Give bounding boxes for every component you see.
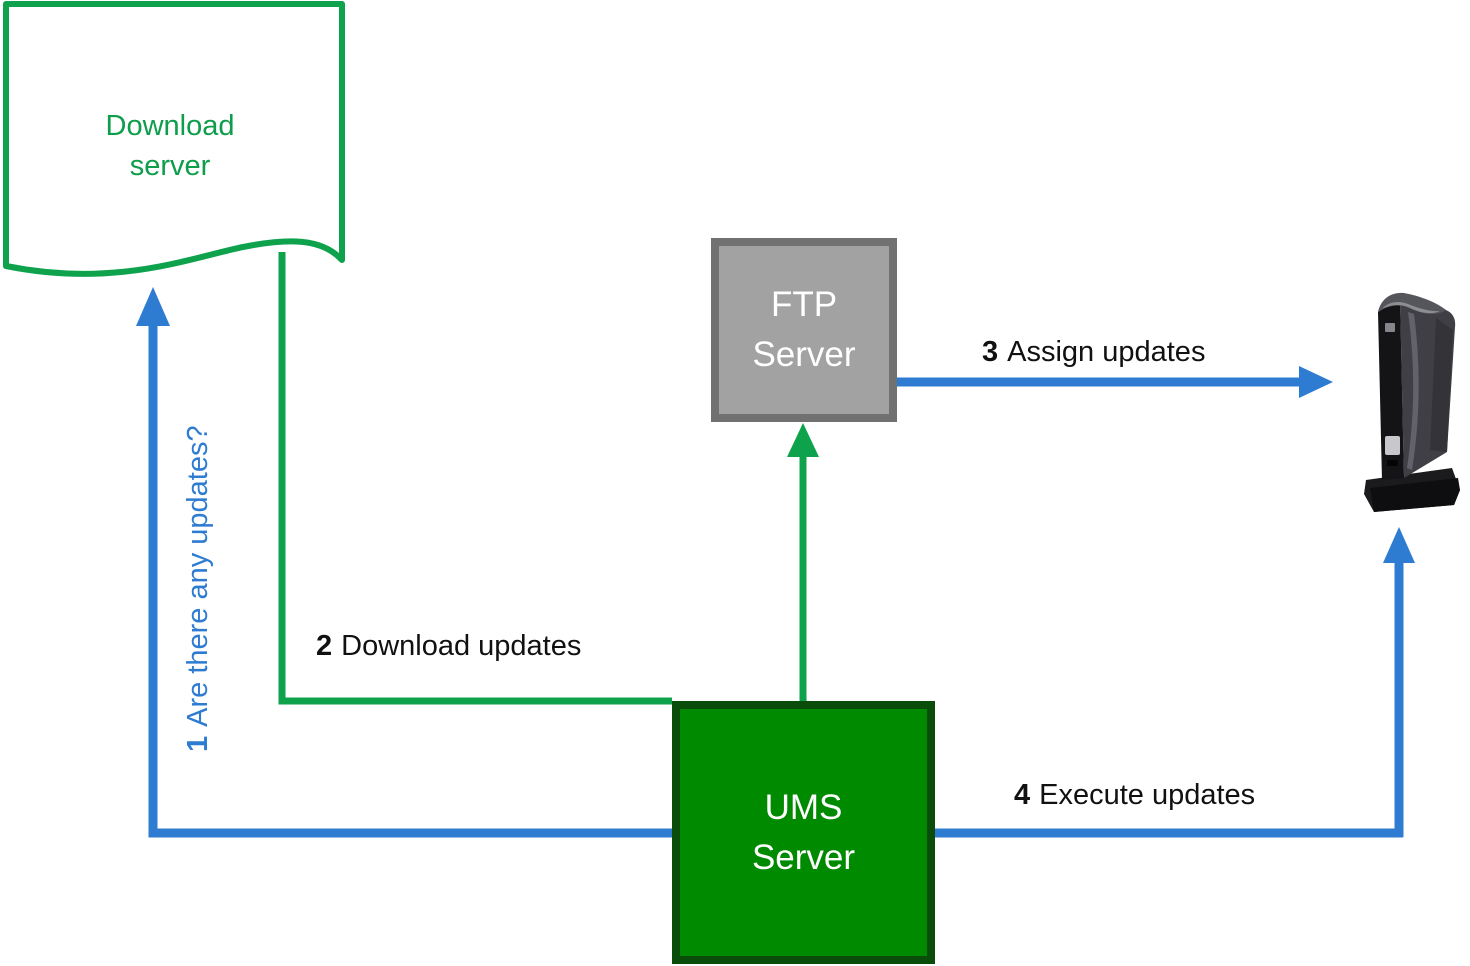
download-server-label-line1: Download <box>105 110 235 142</box>
arrow-assign-updates-head <box>1299 366 1333 398</box>
ftp-server-label-line1: FTP <box>770 285 838 324</box>
download-server-shape <box>3 1 345 277</box>
step2-number: 2 <box>316 630 333 662</box>
arrow-execute-updates-head <box>1383 527 1415 563</box>
thin-client-device-image <box>1364 292 1460 512</box>
ums-server-node: UMS Server <box>672 701 935 964</box>
step4-text: Execute updates <box>1039 779 1256 811</box>
ftp-server-label-line2: Server <box>752 335 856 374</box>
ums-server-label-line1: UMS <box>764 787 843 827</box>
label-step1-are-there-any-updates: 1 Are there any updates? <box>182 425 215 752</box>
arrow-download-to-ums <box>278 252 672 705</box>
ftp-server-node: FTP Server <box>711 238 897 422</box>
step1-number: 1 <box>182 735 214 752</box>
arrow-ums-to-ftp-head <box>787 423 819 457</box>
step2-text: Download updates <box>341 630 582 662</box>
download-server-node: Download server <box>45 106 295 186</box>
step1-text: Are there any updates? <box>182 425 214 727</box>
step3-number: 3 <box>982 336 999 368</box>
arrow-ums-to-download-head <box>136 287 170 326</box>
step3-text: Assign updates <box>1007 336 1206 368</box>
download-server-label-line2: server <box>129 150 211 182</box>
arrow-ums-to-download-line <box>148 320 1403 838</box>
ums-server-label-line2: Server <box>751 837 856 877</box>
step4-number: 4 <box>1014 779 1031 811</box>
